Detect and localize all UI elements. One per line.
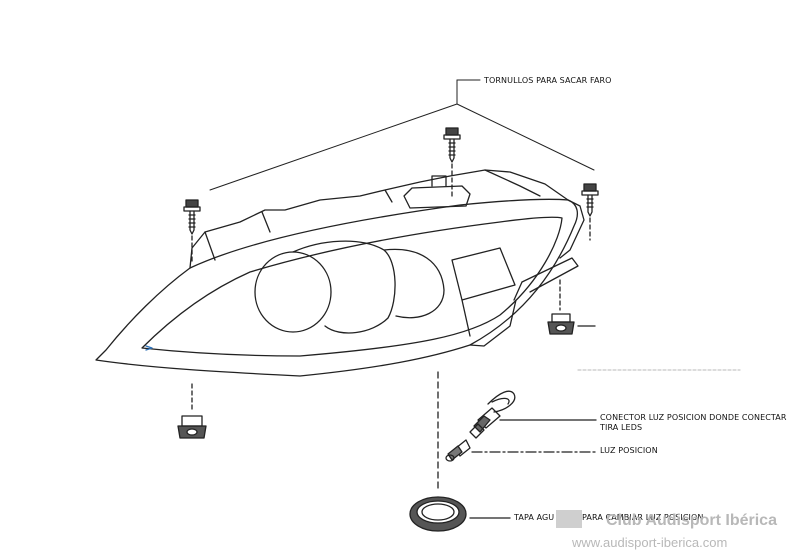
cap-label: TAPA AGU [514,513,555,522]
position-light-connector [469,390,597,439]
headlight-housing [95,169,585,377]
watermark-logo-icon [556,510,582,528]
screw-center [443,127,461,199]
connector-label-line2: TIRA LEDS [600,423,643,432]
position-light-label: LUZ POSICION [600,446,658,455]
watermark-brand: Club Audisport Ibérica [606,512,777,529]
position-bulb [445,439,597,462]
grommet-right [547,279,596,335]
cover-cap [409,496,511,532]
screw-left [183,199,201,263]
grommet-left [177,383,207,439]
connector-label-line1: CONECTOR LUZ POSICION DONDE CONECTAR [600,413,787,422]
cap-label-rest: PARA CAMBIAR LUZ POSICION [582,513,704,522]
screw-right [581,183,599,241]
watermark-url: www.audisport-iberica.com [572,535,728,550]
screw-leader-lines [209,79,595,191]
screws-label: TORNULLOS PARA SACAR FARO [484,76,612,85]
